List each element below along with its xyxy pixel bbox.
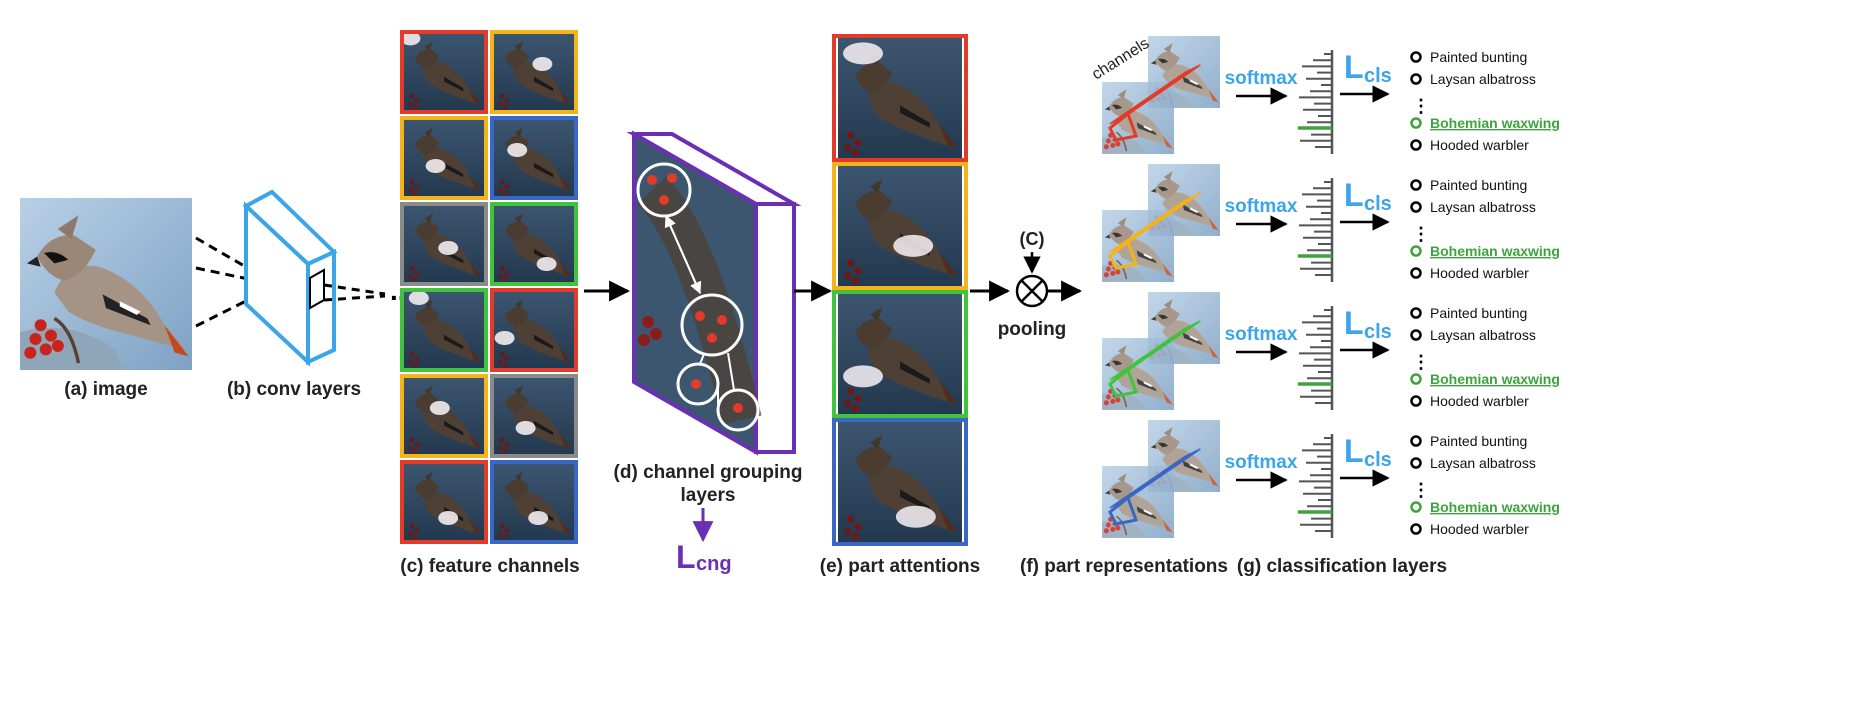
input-bird-photo <box>18 198 194 370</box>
label-grouping-line2: layers <box>681 485 736 506</box>
loss-cls-subscript: cls <box>1364 65 1392 87</box>
class-radio-icon <box>1410 245 1422 257</box>
class-label: Painted bunting <box>1430 433 1527 449</box>
input-image-panel <box>18 198 194 370</box>
feature-channel-tile <box>490 460 578 544</box>
part-attention-map <box>832 418 968 546</box>
class-label: Painted bunting <box>1430 305 1527 321</box>
class-label: Laysan albatross <box>1430 455 1536 471</box>
class-radio-icon <box>1410 51 1422 63</box>
concat-label: (C) <box>1020 229 1045 249</box>
feature-channel-tile <box>400 460 488 544</box>
feature-channel-tile <box>400 374 488 458</box>
loss-cng-symbol: L <box>676 539 696 575</box>
loss-cls-symbol: L <box>1344 177 1364 213</box>
class-vdots: ⋮ <box>1412 352 1430 372</box>
part-attention-map <box>832 162 968 290</box>
feature-channel-tile <box>400 202 488 286</box>
class-label: Painted bunting <box>1430 177 1527 193</box>
feature-channel-tile <box>490 30 578 114</box>
feature-channel-tile <box>400 116 488 200</box>
class-label: Hooded warbler <box>1430 137 1529 153</box>
loss-cls-subscript: cls <box>1364 449 1392 471</box>
label-grouping-line1: (d) channel grouping <box>614 462 803 483</box>
channel-cluster-4 <box>716 388 760 432</box>
class-vdots: ⋮ <box>1412 96 1430 116</box>
class-radio-icon <box>1410 307 1422 319</box>
feature-channel-grid <box>400 30 578 544</box>
part-attention-map <box>832 34 968 162</box>
feature-channel-tile <box>490 374 578 458</box>
loss-cls-subscript: cls <box>1364 193 1392 215</box>
class-radio-icon <box>1410 117 1422 129</box>
class-label: Painted bunting <box>1430 49 1527 65</box>
loss-cls-symbol: L <box>1344 433 1364 469</box>
class-label: Bohemian waxwing <box>1430 371 1560 387</box>
class-radio-icon <box>1410 267 1422 279</box>
loss-cls-symbol: L <box>1344 49 1364 85</box>
softmax-label: softmax <box>1225 324 1298 345</box>
channel-cluster-1 <box>636 162 692 218</box>
class-label: Hooded warbler <box>1430 265 1529 281</box>
label-image: (a) image <box>64 379 147 400</box>
class-label: Bohemian waxwing <box>1430 243 1560 259</box>
feature-channel-tile <box>400 288 488 372</box>
channel-cluster-2 <box>680 293 744 357</box>
loss-cls-subscript: cls <box>1364 321 1392 343</box>
label-attentions: (e) part attentions <box>820 556 980 577</box>
label-classification: (g) classification layers <box>1237 556 1447 577</box>
class-label: Bohemian waxwing <box>1430 115 1560 131</box>
loss-cng-subscript: cng <box>696 553 732 575</box>
class-vdots: ⋮ <box>1412 224 1430 244</box>
channel-grouping-block <box>626 130 802 456</box>
pooling-label: pooling <box>998 319 1067 340</box>
class-radio-icon <box>1410 523 1422 535</box>
feature-channel-tile <box>400 30 488 114</box>
channel-cluster-3 <box>676 362 720 406</box>
class-vdots: ⋮ <box>1412 480 1430 500</box>
loss-cng: L cng <box>676 539 732 575</box>
class-radio-icon <box>1410 179 1422 191</box>
class-radio-icon <box>1410 73 1422 85</box>
class-radio-icon <box>1410 201 1422 213</box>
class-radio-icon <box>1410 457 1422 469</box>
label-channels: (c) feature channels <box>400 556 580 577</box>
softmax-label: softmax <box>1225 196 1298 217</box>
part-attention-column <box>832 34 968 546</box>
class-label: Laysan albatross <box>1430 327 1536 343</box>
softmax-label: softmax <box>1225 68 1298 89</box>
class-radio-icon <box>1410 395 1422 407</box>
class-radio-icon <box>1410 435 1422 447</box>
class-radio-icon <box>1410 139 1422 151</box>
part-attention-map <box>832 290 968 418</box>
class-label: Laysan albatross <box>1430 199 1536 215</box>
class-label: Laysan albatross <box>1430 71 1536 87</box>
conv-block <box>242 189 386 367</box>
class-label: Bohemian waxwing <box>1430 499 1560 515</box>
class-radio-icon <box>1410 501 1422 513</box>
softmax-label: softmax <box>1225 452 1298 473</box>
feature-channel-tile <box>490 288 578 372</box>
channels-word: channels <box>1089 35 1152 83</box>
feature-channel-tile <box>490 116 578 200</box>
pooling-operator: (C) pooling <box>998 229 1067 340</box>
class-radio-icon <box>1410 373 1422 385</box>
class-label: Hooded warbler <box>1430 393 1529 409</box>
loss-cls-symbol: L <box>1344 305 1364 341</box>
label-conv: (b) conv layers <box>227 379 361 400</box>
class-label: Hooded warbler <box>1430 521 1529 537</box>
label-representations: (f) part representations <box>1020 556 1228 577</box>
class-radio-icon <box>1410 329 1422 341</box>
feature-channel-tile <box>490 202 578 286</box>
